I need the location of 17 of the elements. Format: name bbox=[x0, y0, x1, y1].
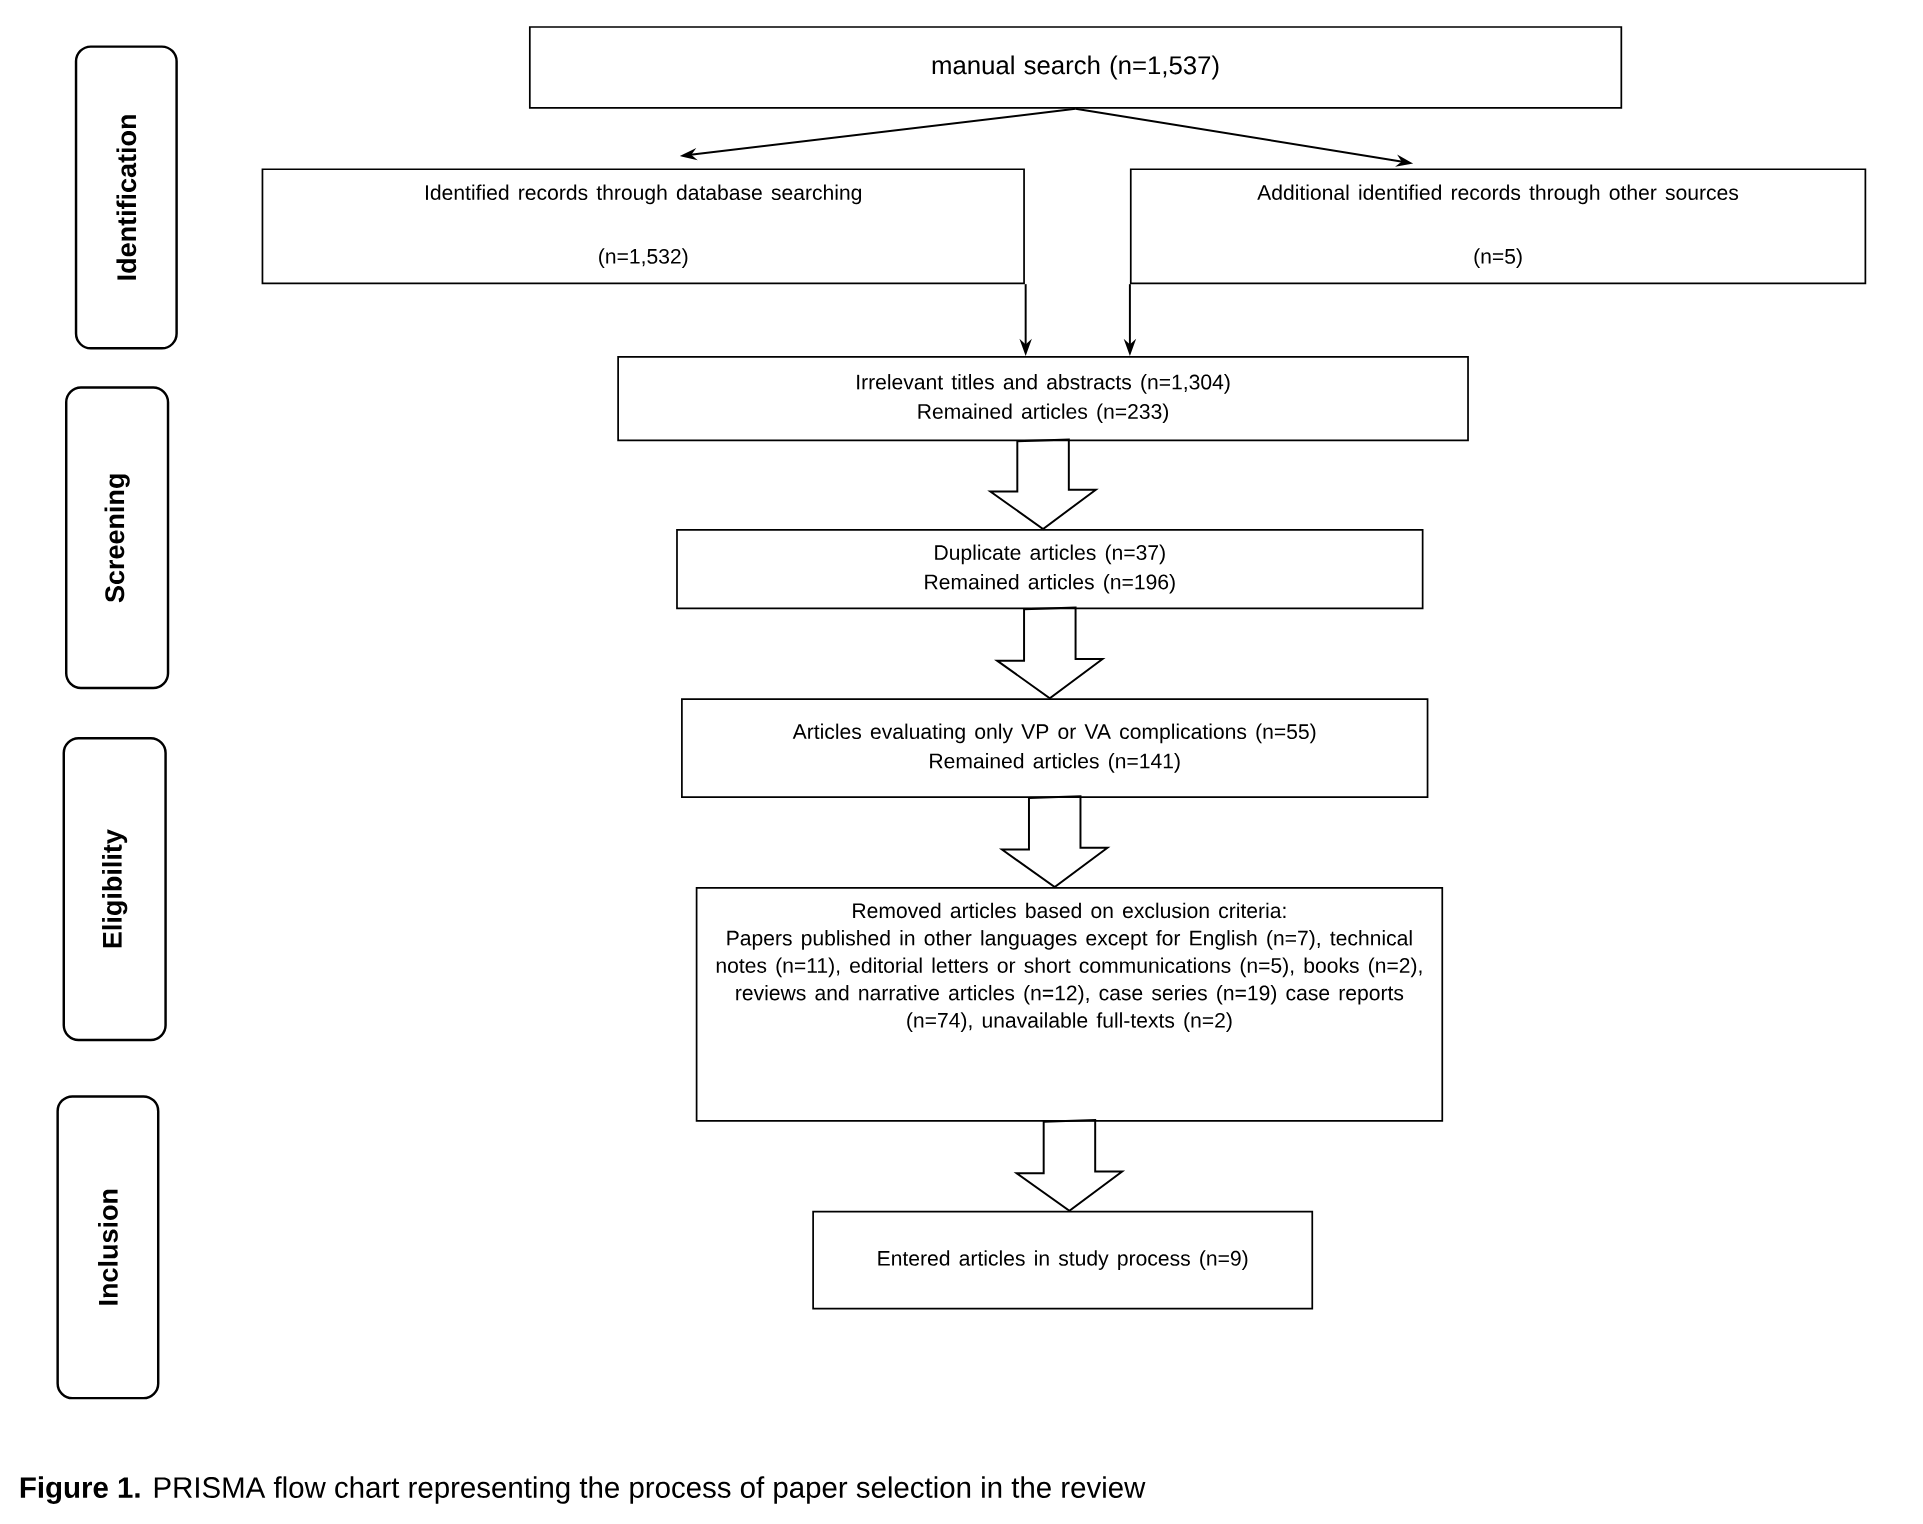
process-box: manual search (n=1,537) bbox=[528, 25, 1623, 109]
process-box: Removed articles based on exclusion criteria: Papers published in other languages except for English (n=7), technical notes (n=11), editorial letters or short communications (n=5), books (n=2), reviews and narrative articles (n=12), case series (n=19) case reports (n=74), unavailable full-texts (n=2) bbox=[695, 886, 1444, 1122]
process-box: Additional identified records through other sources (n=5) bbox=[1129, 168, 1867, 284]
block-arrow bbox=[987, 438, 1099, 530]
block-arrow bbox=[994, 606, 1106, 700]
process-box: Articles evaluating only VP or VA complications (n=55) Remained articles (n=141) bbox=[681, 698, 1429, 798]
stage-box: Identification bbox=[74, 45, 178, 350]
stage-box: Inclusion bbox=[56, 1095, 160, 1400]
block-arrow bbox=[998, 795, 1111, 889]
process-box: Entered articles in study process (n=9) bbox=[812, 1210, 1314, 1310]
stage-box: Eligibility bbox=[62, 736, 167, 1042]
stage-box: Screening bbox=[65, 386, 170, 690]
process-box: Irrelevant titles and abstracts (n=1,304) Remained articles (n=233) bbox=[617, 355, 1469, 441]
block-arrow bbox=[1013, 1118, 1126, 1212]
process-box: Duplicate articles (n=37) Remained articles (n=196) bbox=[676, 528, 1424, 609]
caption: Figure 1. PRISMA flow chart representing the process of paper selection in the review bbox=[20, 1476, 1146, 1504]
process-box: Identified records through database searching (n=1,532) bbox=[261, 168, 1025, 284]
